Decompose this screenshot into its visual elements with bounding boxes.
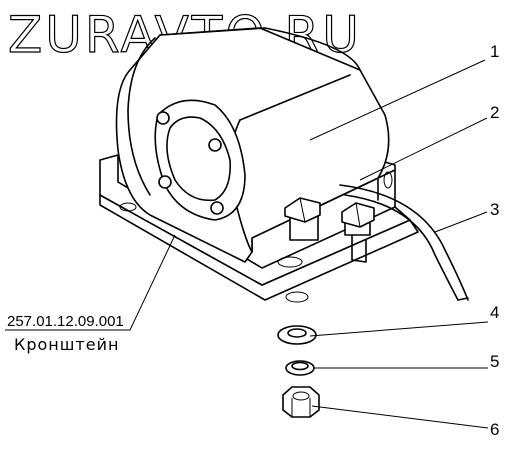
callout-1: 1 xyxy=(490,42,499,61)
callout-5: 5 xyxy=(490,352,499,371)
spring-washer xyxy=(285,360,315,376)
callout-3: 3 xyxy=(490,200,499,219)
flat-washer xyxy=(277,325,317,345)
wire xyxy=(339,184,469,301)
leader-lines xyxy=(5,59,489,429)
hex-nut xyxy=(282,386,320,418)
callout-4: 4 xyxy=(490,303,499,322)
bolt-left xyxy=(284,197,321,241)
callout-2: 2 xyxy=(490,103,499,122)
bracket-plate xyxy=(99,154,419,303)
callout-6: 6 xyxy=(490,420,499,439)
bolt-right xyxy=(341,202,375,263)
part-name: Кронштейн xyxy=(14,335,119,354)
part-number: 257.01.12.09.001 xyxy=(7,313,124,330)
